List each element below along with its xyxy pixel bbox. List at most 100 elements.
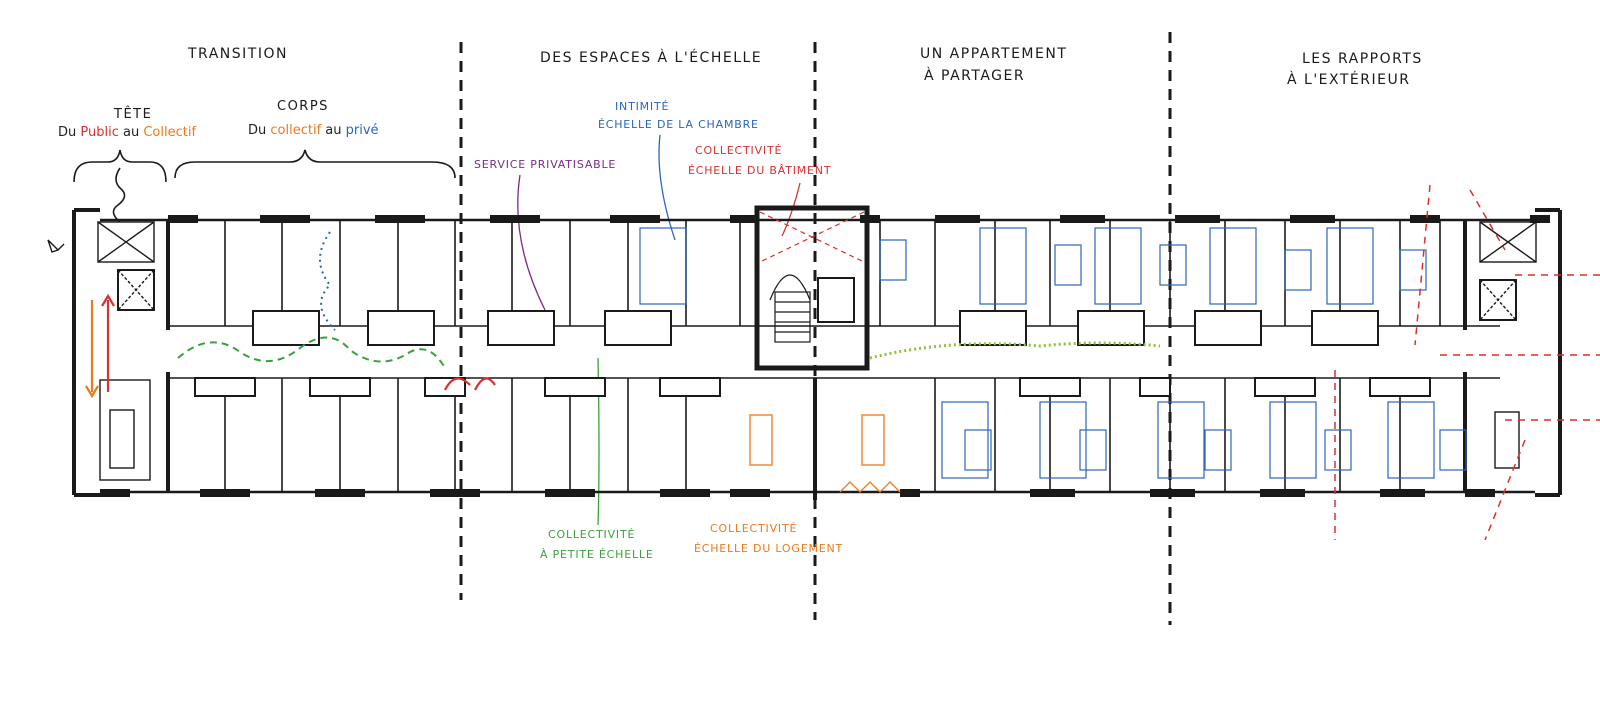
corridor-block — [1194, 310, 1262, 346]
desk — [1284, 249, 1312, 291]
window-bottom — [1380, 489, 1425, 497]
green-circulation-path — [177, 336, 446, 369]
section-title-rapports: LES RAPPORTS À L'EXTÉRIEUR — [1287, 51, 1429, 88]
corridor-block — [1254, 377, 1316, 397]
annotation-intimite: INTIMITÉ ÉCHELLE DE LA CHAMBRE — [598, 100, 759, 131]
public-arrows — [85, 293, 496, 399]
desk — [1204, 429, 1232, 471]
corridor-block — [424, 377, 466, 397]
corridor-block — [1139, 377, 1171, 397]
section-dividers — [459, 32, 1172, 625]
window-top — [1530, 215, 1550, 223]
corridor-block — [1369, 377, 1431, 397]
service-leader-line — [517, 174, 546, 311]
corridor-block — [659, 377, 721, 397]
bed — [1094, 227, 1142, 305]
left-stair — [97, 221, 155, 481]
window-top — [260, 215, 310, 223]
right-end-wall — [1535, 208, 1562, 497]
window-top — [1410, 215, 1440, 223]
corridor-block — [487, 310, 555, 346]
facade-windows — [100, 215, 1550, 497]
bed — [1326, 227, 1374, 305]
dining-area — [749, 414, 901, 493]
window-top — [168, 215, 198, 223]
window-bottom — [900, 489, 920, 497]
bed — [1387, 401, 1435, 479]
room-partitions — [224, 220, 1441, 492]
corps-title: CORPS — [277, 99, 329, 114]
stair-core — [754, 205, 870, 371]
right-stair — [1479, 221, 1537, 469]
desk — [964, 429, 992, 471]
tete-brace — [73, 149, 167, 183]
tete-subtitle: Du Public au Collectif — [58, 125, 196, 140]
desk — [1324, 429, 1352, 471]
corridor-block — [959, 310, 1027, 346]
corridor-block — [1019, 377, 1081, 397]
corridor-block — [367, 310, 435, 346]
desk — [879, 239, 907, 281]
window-bottom — [100, 489, 130, 497]
window-bottom — [660, 489, 710, 497]
north-arrow-icon — [47, 239, 65, 253]
bed — [1209, 227, 1257, 305]
corridor-block — [194, 377, 256, 397]
section-title-espaces: DES ESPACES À L'ÉCHELLE — [540, 49, 762, 66]
corps-brace — [174, 149, 456, 179]
window-top — [610, 215, 660, 223]
window-top — [1290, 215, 1335, 223]
desk — [1159, 244, 1187, 286]
corridor-block — [309, 377, 371, 397]
desk — [1399, 249, 1427, 291]
left-end-wall — [72, 208, 100, 497]
bed — [979, 227, 1027, 305]
window-bottom — [200, 489, 250, 497]
building-walls — [72, 205, 1562, 500]
blue-private-path — [319, 231, 336, 331]
tete-squiggle — [112, 167, 126, 223]
window-top — [730, 215, 755, 223]
window-bottom — [1465, 489, 1495, 497]
corps-subtitle: Du collectif au privé — [248, 123, 379, 138]
bed — [1039, 401, 1087, 479]
desk — [1054, 244, 1082, 286]
annotation-collectivite-petite: COLLECTIVITÉ À PETITE ÉCHELLE — [540, 528, 654, 561]
window-bottom — [730, 489, 770, 497]
window-bottom — [1260, 489, 1305, 497]
section-title-transition: TRANSITION — [187, 46, 288, 62]
corridor-block — [1077, 310, 1145, 346]
window-bottom — [545, 489, 595, 497]
exterior-relations — [1334, 184, 1600, 541]
window-bottom — [315, 489, 365, 497]
bed — [1157, 401, 1205, 479]
annotation-collectivite-batiment: COLLECTIVITÉ ÉCHELLE DU BÂTIMENT — [688, 144, 831, 177]
annotation-service-privatisable: SERVICE PRIVATISABLE — [474, 158, 616, 171]
window-bottom — [1150, 489, 1195, 497]
desk — [1079, 429, 1107, 471]
corridor-block — [604, 310, 672, 346]
corridor-block — [1311, 310, 1379, 346]
window-top — [860, 215, 880, 223]
bedroom-furniture — [639, 227, 1467, 479]
window-bottom — [1030, 489, 1075, 497]
batiment-leader-line — [781, 182, 801, 237]
tete-title: TÊTE — [113, 106, 152, 122]
section-title-appartement: UN APPARTEMENT À PARTAGER — [920, 46, 1073, 84]
window-top — [490, 215, 540, 223]
window-top — [1175, 215, 1220, 223]
shared-apartment-path — [869, 341, 1161, 360]
bed — [1269, 401, 1317, 479]
corridor-block — [252, 310, 320, 346]
bed — [639, 227, 687, 305]
desk — [1439, 429, 1467, 471]
annotation-collectivite-logement: COLLECTIVITÉ ÉCHELLE DU LOGEMENT — [694, 522, 843, 555]
corridor-block — [544, 377, 606, 397]
window-bottom — [430, 489, 480, 497]
corridor-blocks — [194, 310, 1431, 397]
intimite-leader-line — [658, 134, 676, 241]
window-top — [375, 215, 425, 223]
window-top — [935, 215, 980, 223]
